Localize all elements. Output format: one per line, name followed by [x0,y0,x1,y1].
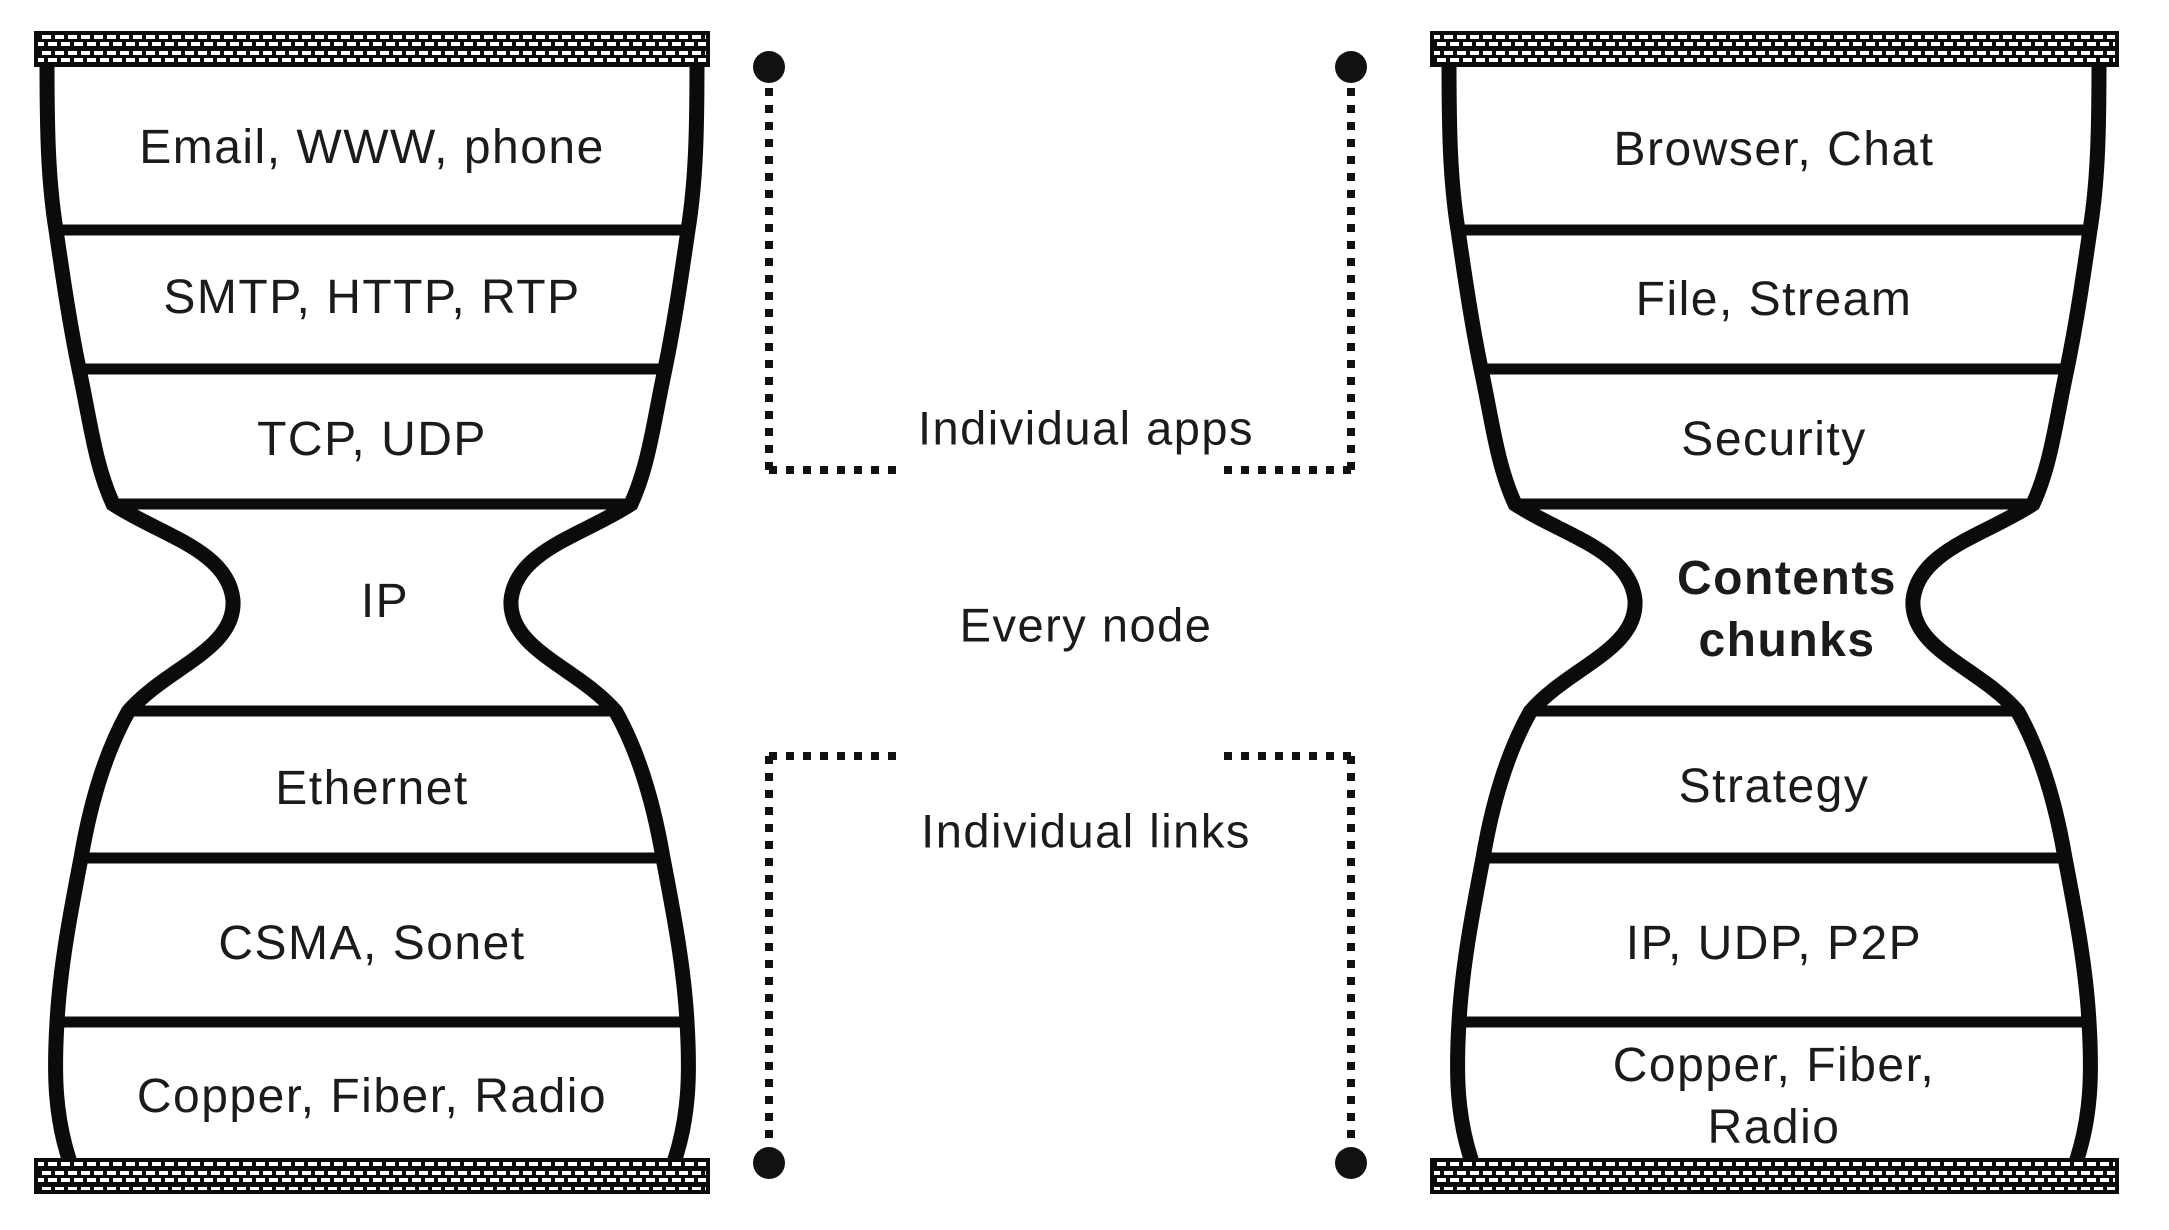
right-layer-strategy: Strategy [1678,760,1870,813]
annotation-individual-apps: Individual apps [917,401,1255,455]
left-hourglass [34,31,710,1194]
right-layer-security: Security [1681,413,1867,466]
right-hourglass [1430,31,2119,1194]
right-layer-ip-udp-p2p: IP, UDP, P2P [1625,917,1923,970]
right-hourglass-outline-right [1905,59,2107,1171]
left-hourglass-outline-left [39,59,241,1171]
bracket-dot [753,1147,785,1179]
right-layer-waist-contents-chunks: Contents chunks [1677,552,1897,667]
hatched-cap-bottom [34,1158,710,1194]
left-layer-mac: CSMA, Sonet [218,917,526,970]
right-layer-file-stream: File, Stream [1635,273,1913,326]
hatched-cap-bottom [1430,1158,2119,1194]
right-layer-physical: Copper, Fiber, Radio [1612,1039,1936,1154]
annotation-every-node: Every node [959,598,1213,652]
bracket-dot [753,51,785,83]
individual-links-bracket [753,752,1367,1179]
right-hourglass-outline-left [1441,59,1643,1171]
left-hourglass-outline-right [503,59,705,1171]
left-layer-physical: Copper, Fiber, Radio [136,1070,608,1123]
right-layer-apps: Browser, Chat [1613,123,1935,176]
annotation-individual-links: Individual links [921,804,1251,858]
left-layer-transport: TCP, UDP [257,413,487,466]
hatched-cap-top [34,31,710,67]
hatched-cap-top [1430,31,2119,67]
left-layer-waist-ip: IP [360,575,410,628]
bracket-dot [1335,1147,1367,1179]
individual-apps-bracket [753,51,1367,474]
left-layer-apps: Email, WWW, phone [139,121,605,174]
left-layer-link: Ethernet [275,762,469,815]
left-layer-protocols: SMTP, HTTP, RTP [163,271,581,324]
bracket-dot [1335,51,1367,83]
